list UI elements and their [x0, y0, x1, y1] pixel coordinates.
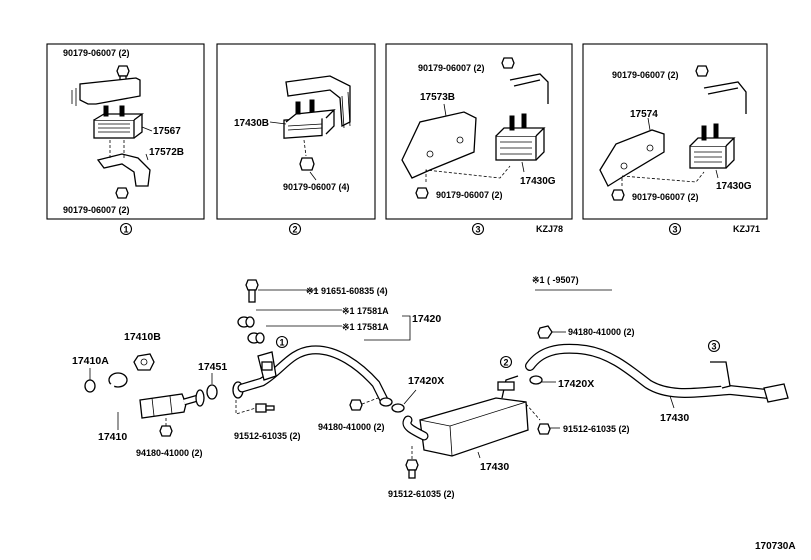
bolt-icon	[501, 57, 515, 69]
label-bolt-bottom: 90179-06007 (2)	[436, 190, 503, 200]
marker-number: 1	[279, 338, 284, 348]
label-94180-mid: 94180-41000 (2)	[318, 422, 385, 432]
frame-bracket-icon	[703, 81, 747, 114]
label-17430g: 17430G	[520, 176, 556, 187]
gasket-17420x-icon	[391, 403, 405, 413]
label-91651: ※1 91651-60835 (4)	[306, 286, 388, 296]
front-pipe-17410-icon	[108, 372, 205, 419]
bolt-icon	[695, 65, 709, 77]
marker-circle	[707, 339, 721, 353]
inset-frame-2	[216, 43, 376, 220]
marker-circle	[275, 335, 289, 349]
label-bolt-bottom: 90179-06007 (2)	[63, 205, 130, 215]
label-17410: 17410	[98, 431, 127, 443]
center-pipe-17420-icon	[232, 345, 393, 407]
label-91512-left: 91512-61035 (2)	[234, 431, 301, 441]
label-bolt-top: 90179-06007 (2)	[63, 48, 130, 58]
marker-circle	[668, 222, 682, 236]
label-17430b: 17430B	[234, 118, 269, 129]
inset-frame-3	[385, 43, 573, 220]
marker-circle	[119, 222, 133, 236]
nut-icon	[349, 399, 363, 411]
marker-number: 2	[503, 358, 508, 368]
inset-panel-1: 17567 17572B 90179-06007 (2) 90179-06007…	[46, 43, 205, 236]
gasket-17410b-icon	[133, 353, 155, 371]
marker-number: 3	[711, 342, 716, 352]
marker-circle	[288, 222, 302, 236]
marker-number: 3	[475, 225, 480, 235]
label-91512-right: 91512-61035 (2)	[563, 424, 630, 434]
bolt-icon	[405, 459, 419, 479]
label-17430g: 17430G	[716, 181, 752, 192]
label-bolt-top: 90179-06007 (2)	[418, 63, 485, 73]
label-91512-bottom: 91512-61035 (2)	[388, 489, 455, 499]
bolt-icon	[115, 187, 129, 199]
gasket-17410a-icon	[84, 379, 96, 393]
bolt-icon	[415, 187, 429, 199]
gasket-17581a-icon	[247, 332, 265, 344]
bolt-icon	[611, 189, 625, 201]
label-17430-right: 17430	[660, 412, 689, 424]
mount-17430b-icon	[283, 99, 336, 139]
label-17410a: 17410A	[72, 355, 109, 367]
frame-bracket-icon	[79, 77, 141, 105]
label-17573b: 17573B	[420, 92, 455, 103]
bracket-17573b-icon	[401, 111, 477, 179]
figure-id: 170730A	[755, 541, 796, 552]
label-17420x-1: 17420X	[408, 375, 444, 387]
gasket-17420x-icon	[529, 375, 543, 385]
bracket-17572b-icon	[96, 140, 151, 187]
marker-number: 1	[123, 225, 128, 235]
bracket-17574-icon	[599, 129, 665, 187]
mount-17430g-icon	[495, 113, 546, 161]
frame-bracket-icon	[509, 73, 549, 104]
label-17574: 17574	[630, 109, 658, 120]
tail-pipe-17430-icon	[525, 343, 789, 403]
label-bolt: 90179-06007 (4)	[283, 182, 350, 192]
label-94180-right: 94180-41000 (2)	[568, 327, 635, 337]
label-17451: 17451	[198, 361, 227, 373]
gasket-17451-icon	[206, 384, 218, 400]
nut-icon	[537, 325, 553, 339]
bolt-icon	[245, 279, 259, 303]
label-17420x-2: 17420X	[558, 378, 594, 390]
label-17581a-2: ※1 17581A	[342, 322, 389, 332]
model-code: KZJ71	[733, 224, 760, 234]
muffler-17430-icon	[402, 375, 529, 457]
label-17410b: 17410B	[124, 331, 161, 343]
label-bolt-top: 90179-06007 (2)	[612, 70, 679, 80]
label-17581a-1: ※1 17581A	[342, 306, 389, 316]
label-17572b: 17572B	[149, 147, 184, 158]
marker-number: 2	[292, 225, 297, 235]
marker-number: 3	[672, 225, 677, 235]
inset-panel-4-kzj71: 90179-06007 (2) 17574 17430G 90179-06007…	[582, 43, 768, 236]
label-bolt-bottom: 90179-06007 (2)	[632, 192, 699, 202]
bolt-icon	[299, 157, 315, 171]
marker-circle	[499, 355, 513, 369]
bolt-icon	[255, 403, 275, 413]
label-17567: 17567	[153, 126, 181, 137]
inset-panel-2: 17430B 90179-06007 (4) 2	[216, 43, 376, 236]
bolt-icon	[537, 423, 551, 435]
model-code: KZJ78	[536, 224, 563, 234]
inset-frame-1	[46, 43, 205, 220]
label-94180-left: 94180-41000 (2)	[136, 448, 203, 458]
inset-frame-4	[582, 43, 768, 220]
applicability-note: ※1 ( -9507)	[532, 275, 579, 285]
frame-bracket-icon	[285, 75, 351, 128]
label-17420: 17420	[412, 313, 441, 325]
mount-17567-icon	[93, 105, 144, 139]
main-exhaust-assembly: ※1 ( -9507) 17410B 17410A 17410	[72, 275, 796, 552]
gasket-17581a-icon	[237, 316, 255, 328]
nut-icon	[159, 425, 173, 437]
label-17430-mid: 17430	[480, 461, 509, 473]
mount-17430g-icon	[689, 123, 736, 169]
marker-circle	[471, 222, 485, 236]
inset-panel-3-kzj78: 90179-06007 (2) 17573B 17430G 90179-0600…	[385, 43, 573, 236]
